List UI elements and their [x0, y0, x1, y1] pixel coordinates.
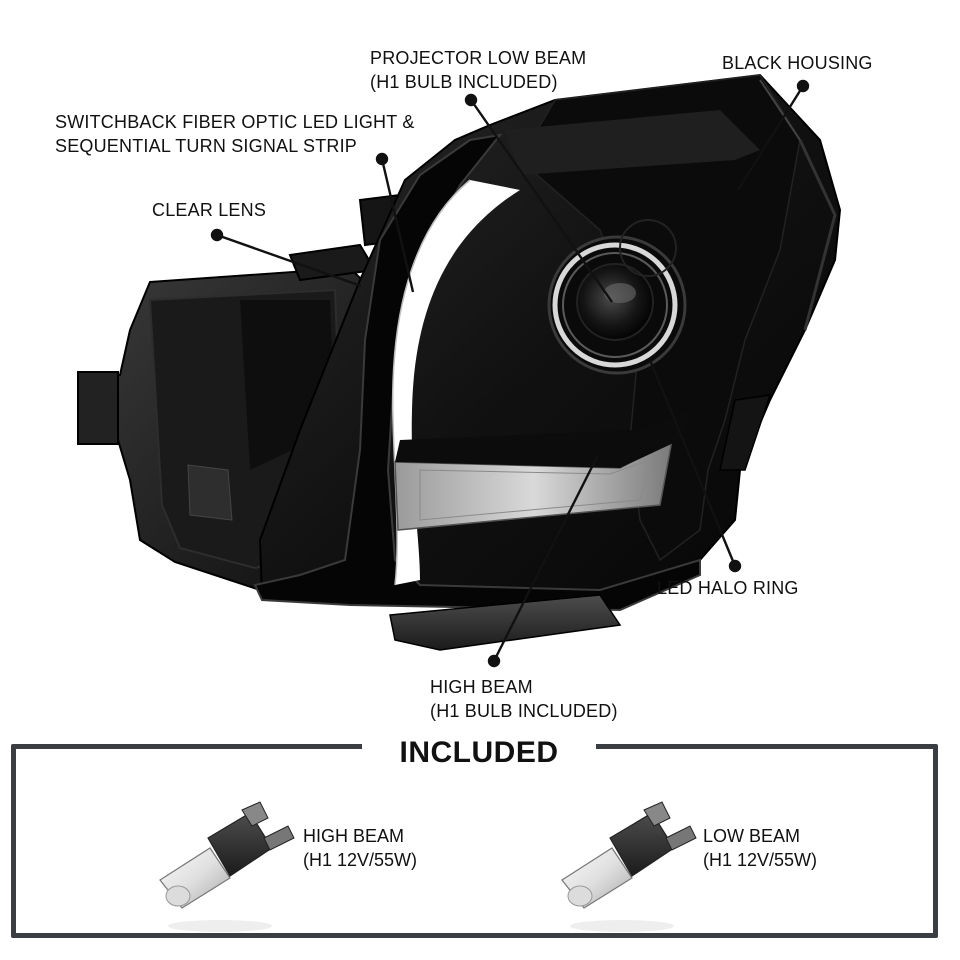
callout-clear-lens: CLEAR LENS [152, 200, 267, 220]
included-item-spec: (H1 12V/55W) [303, 850, 418, 870]
h1-bulb-icon [159, 801, 295, 932]
included-item-name: LOW BEAM [703, 826, 801, 846]
led-halo-ring [552, 242, 678, 368]
callout-high-beam: HIGH BEAM (H1 BULB INCLUDED) [430, 675, 618, 723]
included-item-high-beam: HIGH BEAM (H1 12V/55W) [303, 824, 417, 872]
included-title-gap [362, 735, 596, 759]
projector-low-beam [547, 219, 687, 375]
callout-line-2: (H1 BULB INCLUDED) [430, 701, 618, 721]
callout-line-1: SWITCHBACK FIBER OPTIC LED LIGHT & [55, 112, 415, 132]
included-item-name: HIGH BEAM [303, 826, 405, 846]
included-item-spec: (H1 12V/55W) [703, 850, 818, 870]
led-light-strip [392, 180, 520, 585]
clear-lens-frame [253, 133, 701, 612]
callout-black-housing: BLACK HOUSING [722, 53, 873, 73]
callout-line-2: SEQUENTIAL TURN SIGNAL STRIP [55, 136, 357, 156]
callout-led-halo-ring: LED HALO RING [657, 578, 799, 598]
callout-line-1: PROJECTOR LOW BEAM [370, 48, 587, 68]
high-beam-reflector [394, 410, 690, 531]
included-item-low-beam: LOW BEAM (H1 12V/55W) [703, 824, 817, 872]
callout-line-1: HIGH BEAM [430, 677, 533, 697]
callout-line-2: (H1 BULB INCLUDED) [370, 72, 558, 92]
callout-lines [210, 79, 810, 668]
callout-switchback-led: SWITCHBACK FIBER OPTIC LED LIGHT & SEQUE… [55, 110, 415, 158]
h1-bulb-icon [561, 801, 697, 932]
callout-projector-low-beam: PROJECTOR LOW BEAM (H1 BULB INCLUDED) [370, 46, 586, 94]
base-plate [389, 594, 622, 651]
included-title: INCLUDED [399, 736, 559, 769]
